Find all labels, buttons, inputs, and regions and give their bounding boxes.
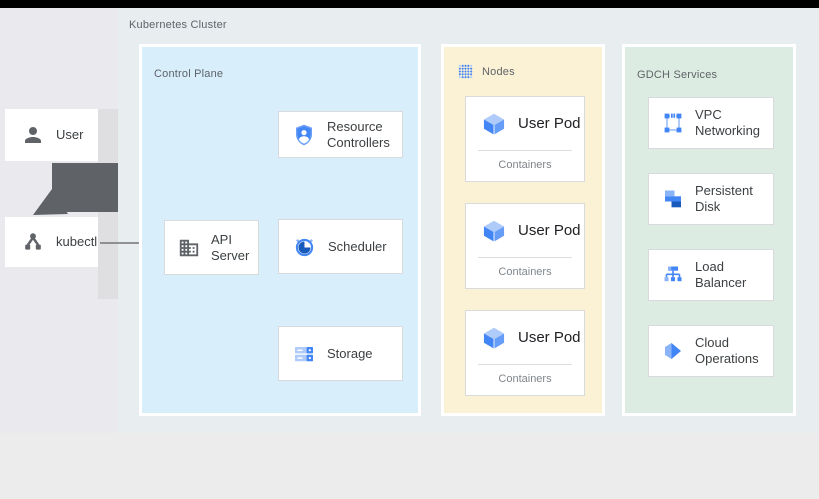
persistent-disk-icon — [665, 190, 681, 208]
load-balancer-label: Load Balancer — [695, 259, 747, 290]
resource-controllers-label: Resource Controllers — [327, 118, 390, 150]
pod-cube-icon — [483, 220, 505, 241]
cloud-operations-label: Cloud Operations — [695, 335, 759, 366]
resource-controllers-icon — [296, 124, 312, 145]
api-server-label: API Server — [211, 231, 250, 263]
api-server-icon — [179, 239, 199, 256]
user-box: User — [5, 109, 98, 161]
load-balancer-icon — [664, 266, 682, 282]
api-server-box: API Server — [164, 220, 259, 275]
kubectl-label: kubectl — [56, 234, 98, 249]
nodes-grid-icon — [458, 64, 473, 79]
top-black-bar — [0, 0, 819, 8]
user-pod-box-2: User Pod Containers — [465, 203, 585, 289]
vpc-networking-label: VPC Networking — [695, 107, 761, 138]
load-balancer-box: Load Balancer — [648, 249, 774, 301]
gdch-services-panel: GDCH Services VPC Networking Persistent … — [622, 44, 796, 416]
control-plane-label: Control Plane — [154, 68, 224, 80]
user-pod-label: User Pod — [518, 329, 581, 346]
containers-label: Containers — [498, 266, 552, 278]
pod-divider — [478, 257, 572, 258]
scheduler-label: Scheduler — [328, 238, 387, 254]
persistent-disk-box: Persistent Disk — [648, 173, 774, 225]
user-pod-label: User Pod — [518, 222, 581, 239]
user-pod-label: User Pod — [518, 115, 581, 132]
nodes-label: Nodes — [482, 65, 515, 78]
user-icon — [25, 127, 41, 143]
cloud-operations-box: Cloud Operations — [648, 325, 774, 377]
vpc-networking-icon — [664, 113, 682, 133]
storage-box: Storage — [278, 326, 403, 381]
user-pod-box-3: User Pod Containers — [465, 310, 585, 396]
pod-divider — [478, 364, 572, 365]
pod-cube-icon — [483, 327, 505, 348]
cloud-operations-icon — [665, 343, 681, 359]
pod-cube-icon — [483, 113, 505, 134]
scheduler-icon — [295, 238, 314, 257]
vpc-networking-box: VPC Networking — [648, 97, 774, 149]
storage-label: Storage — [327, 345, 373, 361]
storage-icon — [295, 346, 313, 361]
kubectl-box: kubectl — [5, 217, 98, 267]
kubectl-icon — [25, 233, 41, 250]
control-plane-panel: Control Plane Resource Controllers API S… — [139, 44, 421, 416]
user-pod-box-1: User Pod Containers — [465, 96, 585, 182]
user-label: User — [56, 127, 84, 142]
resource-controllers-box: Resource Controllers — [278, 111, 403, 158]
left-column-shade-strip — [98, 109, 118, 299]
containers-label: Containers — [498, 159, 552, 171]
containers-label: Containers — [498, 373, 552, 385]
scheduler-box: Scheduler — [278, 219, 403, 274]
nodes-panel: Nodes User Pod Containers — [441, 44, 605, 416]
persistent-disk-label: Persistent Disk — [695, 183, 753, 214]
cluster-title: Kubernetes Cluster — [129, 19, 227, 31]
pod-divider — [478, 150, 572, 151]
gdch-services-label: GDCH Services — [637, 69, 718, 81]
